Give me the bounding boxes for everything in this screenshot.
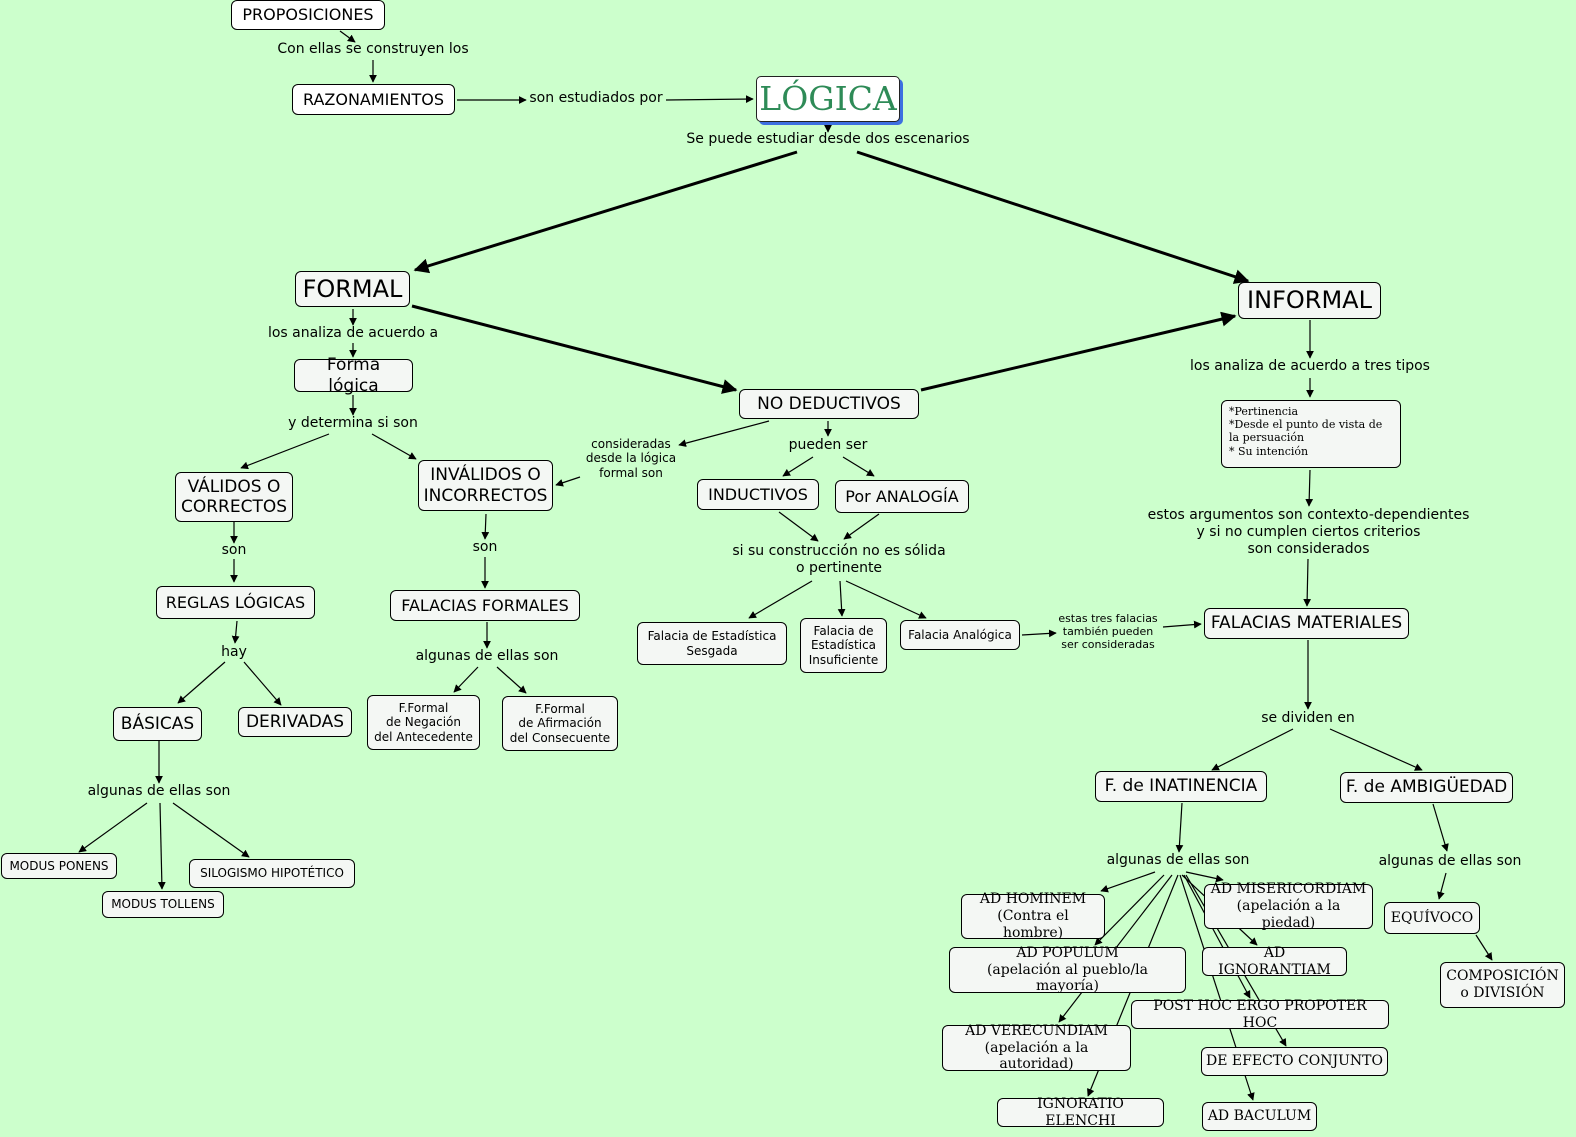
node-por-analogia[interactable]: Por ANALOGÍA [835, 480, 969, 513]
label-se-dividen: se dividen en [1261, 710, 1355, 726]
node-silogismo-hipotetico[interactable]: SILOGISMO HIPOTÉTICO [189, 859, 355, 888]
label-tres-falacias: estas tres falacias también pueden ser c… [1058, 612, 1158, 652]
label-algunas-basicas: algunas de ellas son [87, 783, 231, 799]
label-pueden-ser: pueden ser [788, 437, 868, 453]
node-no-deductivos[interactable]: NO DEDUCTIVOS [739, 389, 919, 419]
node-ad-ignorantiam[interactable]: AD IGNORANTIAM [1202, 945, 1347, 978]
node-razonamientos[interactable]: RAZONAMIENTOS [292, 84, 455, 115]
node-f-inatinencia[interactable]: F. de INATINENCIA [1095, 771, 1267, 802]
node-proposiciones[interactable]: PROPOSICIONES [231, 0, 385, 30]
node-ad-verecundiam[interactable]: AD VERECUNDIAM (apelación a la autoridad… [942, 1023, 1131, 1072]
node-modus-tollens[interactable]: MODUS TOLLENS [102, 891, 224, 918]
node-inductivos[interactable]: INDUCTIVOS [697, 479, 819, 510]
node-derivadas[interactable]: DERIVADAS [238, 707, 352, 737]
label-estudiados-por: son estudiados por [529, 90, 663, 106]
label-construyen: Con ellas se construyen los [277, 41, 469, 57]
node-ff-negacion-antecedente[interactable]: F.Formal de Negación del Antecedente [367, 695, 480, 750]
label-son-invalidos: son [472, 539, 498, 555]
node-falacias-materiales[interactable]: FALACIAS MATERIALES [1204, 608, 1409, 639]
node-tipos-analisis[interactable]: *Pertinencia *Desde el punto de vista de… [1221, 400, 1401, 468]
label-algunas-ambiguedad: algunas de ellas son [1378, 853, 1522, 869]
node-ad-baculum[interactable]: AD BACULUM [1202, 1102, 1317, 1131]
node-modus-ponens[interactable]: MODUS PONENS [1, 853, 117, 879]
node-informal[interactable]: INFORMAL [1238, 282, 1381, 319]
node-invalidos[interactable]: INVÁLIDOS O INCORRECTOS [418, 460, 553, 511]
node-logica[interactable]: LÓGICA [756, 76, 900, 122]
node-falacia-estadistica-insuficiente[interactable]: Falacia de Estadística Insuficiente [800, 618, 887, 673]
node-de-efecto-conjunto[interactable]: DE EFECTO CONJUNTO [1201, 1047, 1388, 1076]
label-contexto-dependientes: estos argumentos son contexto-dependient… [1147, 507, 1470, 557]
node-validos[interactable]: VÁLIDOS O CORRECTOS [175, 472, 293, 522]
label-analiza-tres-tipos: los analiza de acuerdo a tres tipos [1190, 358, 1430, 374]
node-ad-misericordiam[interactable]: AD MISERICORDIAM (apelación a la piedad) [1204, 881, 1373, 931]
node-forma-logica[interactable]: Forma lógica [294, 355, 413, 396]
label-algunas-inatinencia: algunas de ellas son [1106, 852, 1250, 868]
label-son-validos: son [221, 542, 247, 558]
node-ignoratio-elenchi[interactable]: IGNORATIO ELENCHI [997, 1096, 1164, 1129]
node-falacia-estadistica-sesgada[interactable]: Falacia de Estadística Sesgada [637, 622, 787, 665]
node-ff-afirmacion-consecuente[interactable]: F.Formal de Afirmación del Consecuente [502, 696, 618, 751]
node-f-ambiguedad[interactable]: F. de AMBIGÜEDAD [1340, 772, 1513, 803]
label-consideradas: consideradas desde la lógica formal son [585, 437, 677, 480]
node-ad-populum[interactable]: AD POPULUM (apelación al pueblo/la mayor… [949, 945, 1186, 994]
label-construccion: si su construcción no es sólida o pertin… [732, 543, 946, 576]
node-falacias-formales[interactable]: FALACIAS FORMALES [390, 590, 580, 621]
node-formal[interactable]: FORMAL [295, 271, 410, 307]
label-analiza-formal: los analiza de acuerdo a [267, 325, 439, 341]
node-post-hoc[interactable]: POST HOC ERGO PROPOTER HOC [1131, 998, 1389, 1031]
node-equivoco[interactable]: EQUÍVOCO [1384, 902, 1480, 934]
node-ad-hominem[interactable]: AD HOMINEM (Contra el hombre) [961, 891, 1105, 941]
label-escenarios: Se puede estudiar desde dos escenarios [686, 131, 970, 147]
label-determina: y determina si son [288, 415, 418, 431]
label-hay: hay [221, 644, 247, 660]
node-reglas-logicas[interactable]: REGLAS LÓGICAS [156, 586, 315, 619]
label-algunas-falacias-formales: algunas de ellas son [415, 648, 559, 664]
node-falacia-analogica[interactable]: Falacia Analógica [900, 620, 1020, 650]
node-composicion-division[interactable]: COMPOSICIÓN o DIVISIÓN [1440, 962, 1565, 1008]
node-basicas[interactable]: BÁSICAS [113, 707, 202, 741]
